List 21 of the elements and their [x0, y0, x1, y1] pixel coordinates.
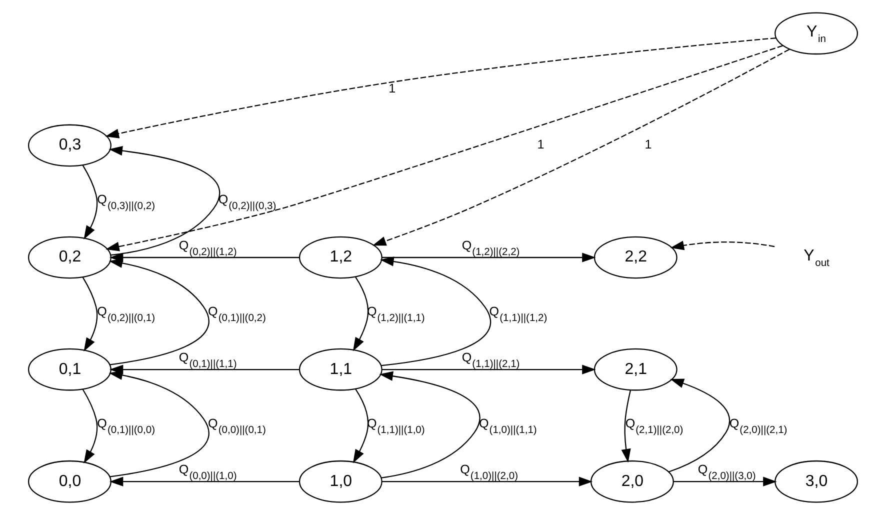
edge-label: Q$_{(0,2)||(0,3)}$	[218, 192, 276, 212]
edge-label: Q$_{(1,2)||(2,2)}$	[461, 238, 520, 258]
edge-label: Q$_{(1,0)||(2,0)}$	[460, 462, 518, 482]
edge-label: Q$_{(2,1)||(2,0)}$	[624, 416, 683, 436]
edge-label: Q$_{(2,0)||(2,1)}$	[728, 416, 787, 436]
edge-label: Q$_{(1,0)||(1,1)}$	[478, 416, 536, 436]
edge-label: Q$_{(0,1)||(0,0)}$	[96, 416, 155, 436]
edge-label: Q$_{(1,1)||(1,2)}$	[488, 304, 547, 324]
edge-label: Q$_{(1,1)||(2,1)}$	[461, 350, 520, 370]
edge-label: 1	[536, 138, 544, 152]
edge-label: Q$_{(0,0)||(1,0)}$	[178, 462, 236, 482]
node-text: Y$_{out}$	[803, 248, 829, 270]
edge-label: Q$_{(0,2)||(0,1)}$	[96, 304, 155, 324]
edge-label: Q$_{(0,3)||(0,2)}$	[96, 192, 155, 212]
edge-label: Q$_{(0,1)||(1,1)}$	[178, 350, 236, 370]
edge-label: Q$_{(0,2)||(1,2)}$	[178, 238, 236, 258]
edge-label: 1	[388, 82, 396, 96]
edge-label: 1	[644, 138, 652, 152]
edge-label: Q$_{(2,0)||(3,0)}$	[697, 462, 756, 482]
edge-label: Q$_{(0,1)||(0,2)}$	[208, 304, 266, 324]
edge-label: Q$_{(0,0)||(0,1)}$	[208, 416, 266, 436]
